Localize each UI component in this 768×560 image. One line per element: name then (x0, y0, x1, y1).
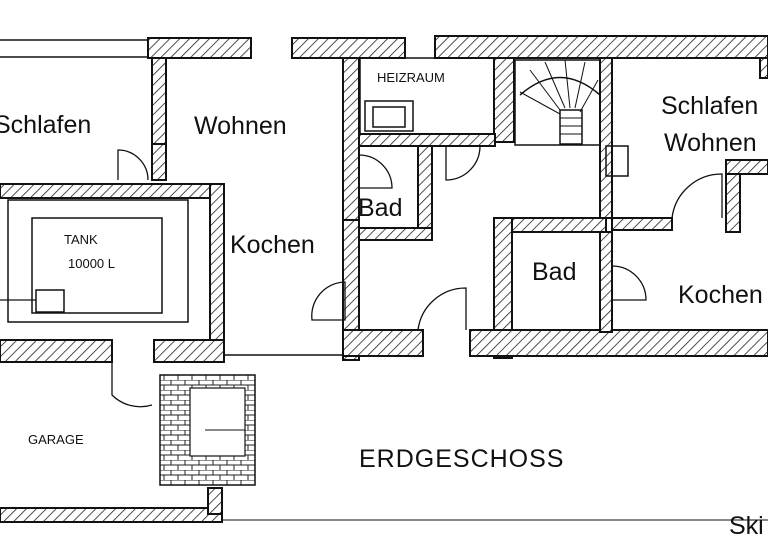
doors (111, 145, 723, 408)
exterior-walls (0, 35, 768, 221)
oil-tank: TANK 10000 L (0, 199, 189, 323)
heizraum-block: HEIZRAUM (358, 57, 496, 241)
room-label-bad-left: Bad (358, 194, 402, 222)
room-label-kochen-left: Kochen (230, 231, 315, 259)
garage-block: GARAGE (0, 374, 768, 523)
room-label-wohnen-right: Wohnen (664, 129, 757, 157)
corridor-walls (469, 145, 768, 359)
garage-label: GARAGE (28, 432, 84, 447)
heizraum-label: HEIZRAUM (377, 70, 445, 85)
room-label-schlafen-right: Schlafen (661, 92, 758, 120)
tank-label: TANK (64, 232, 98, 247)
corner-text: Ski (729, 512, 764, 540)
tank-capacity: 10000 L (68, 256, 115, 271)
floor-title: ERDGESCHOSS (359, 445, 564, 473)
left-wing-walls (0, 143, 424, 363)
room-label-wohnen-left: Wohnen (194, 112, 287, 140)
staircase (514, 59, 601, 146)
room-label-kochen-right: Kochen (678, 281, 763, 309)
room-label-schlafen-left: Schlafen (0, 111, 91, 139)
room-label-bad-right: Bad (532, 258, 576, 286)
